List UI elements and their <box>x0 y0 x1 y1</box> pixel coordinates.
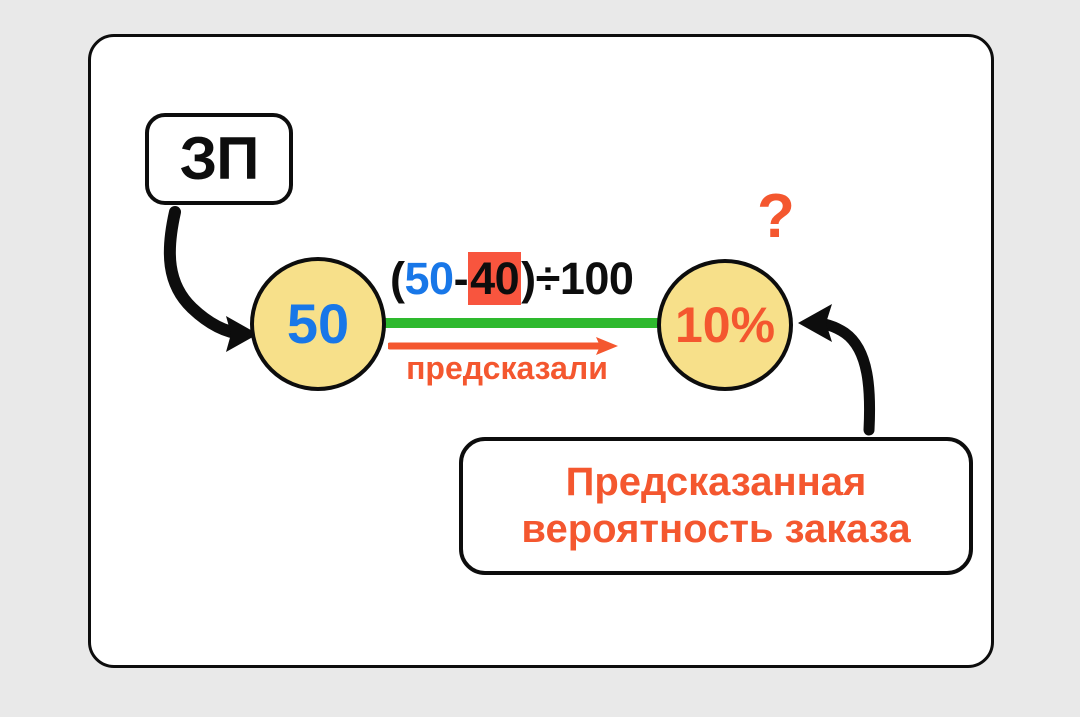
formula-open-paren: ( <box>390 253 405 304</box>
node-left-value: 50 <box>286 292 350 355</box>
formula-second-term-highlighted: 40 <box>468 252 522 305</box>
green-connector-line <box>378 318 664 328</box>
formula-divisor: 100 <box>559 253 634 304</box>
formula-minus-sign: - <box>453 253 469 304</box>
node-left-score[interactable]: 50 <box>250 257 386 391</box>
callout-line-1: Предсказанная <box>565 459 867 504</box>
formula-divide-sign: ÷ <box>535 253 561 304</box>
source-label-text: ЗП <box>179 125 260 192</box>
formula-expression: (50-40)÷100 <box>390 252 634 305</box>
predicted-arrow <box>386 337 620 355</box>
callout-box-predicted-probability[interactable]: Предсказанная вероятность заказа <box>459 437 973 575</box>
predicted-arrow-glyph <box>386 337 618 355</box>
node-right-probability[interactable]: 10% <box>657 259 793 391</box>
predicted-arrow-caption: предсказали <box>406 350 608 386</box>
callout-line-2: вероятность заказа <box>521 507 911 551</box>
question-mark-icon: ? <box>757 182 795 251</box>
source-label-box[interactable]: ЗП <box>145 113 293 205</box>
formula-close-paren: ) <box>521 253 536 304</box>
formula-first-term: 50 <box>404 253 455 304</box>
node-right-value: 10% <box>674 297 776 353</box>
